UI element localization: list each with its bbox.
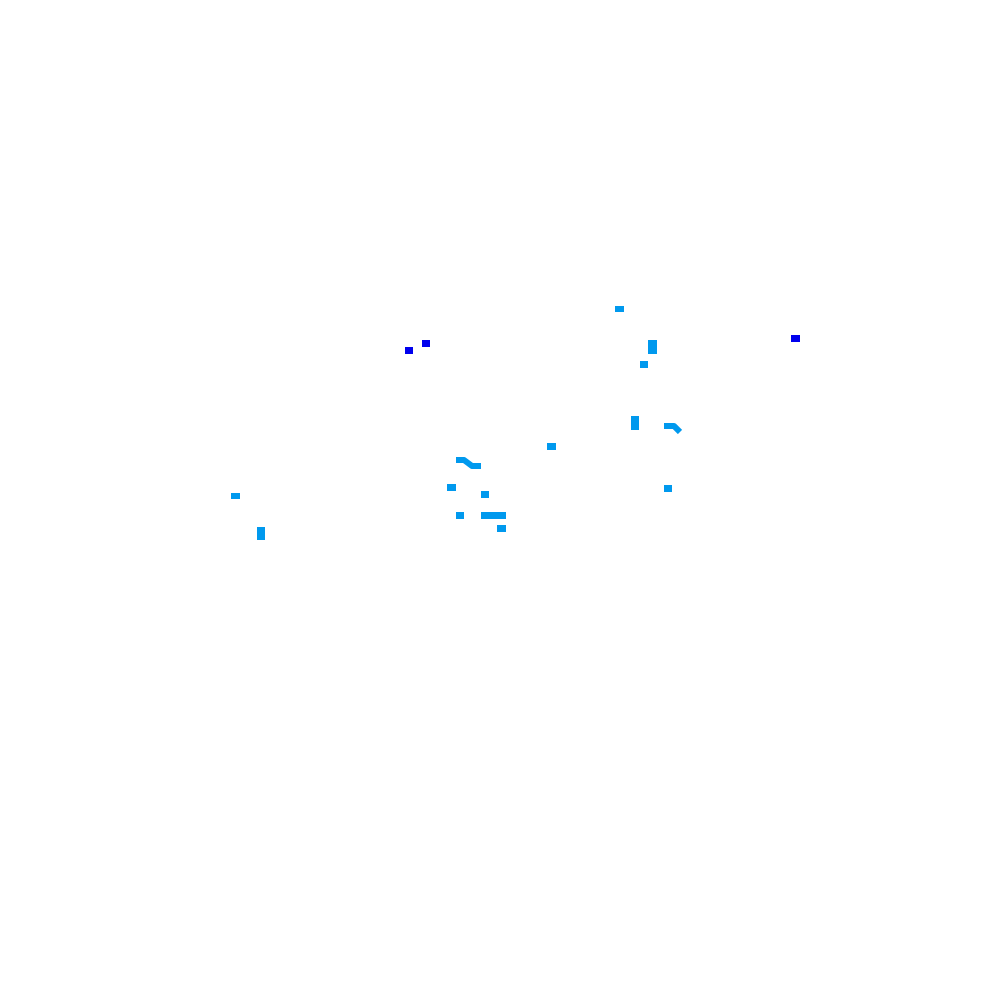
water-feature-f07: [631, 416, 639, 430]
water-feature-f13: [664, 485, 672, 492]
water-feature-f16: [481, 512, 506, 519]
water-feature-f03: [422, 340, 430, 347]
water-feature-f08: [664, 423, 683, 435]
water-feature-f12: [481, 491, 489, 498]
water-feature-f15: [456, 512, 464, 519]
water-feature-f06: [791, 335, 800, 342]
water-feature-f05: [640, 361, 648, 368]
water-feature-f19: [257, 533, 265, 540]
water-feature-f04: [648, 340, 657, 354]
water-feature-f02: [405, 347, 413, 354]
water-feature-f09: [547, 443, 556, 450]
water-feature-f14: [231, 493, 240, 499]
water-feature-f01: [615, 306, 624, 312]
water-feature-f11: [447, 484, 456, 491]
water-feature-f10: [456, 457, 481, 469]
water-feature-f17: [497, 525, 506, 532]
water-features-layer: [231, 306, 800, 540]
water-feature-f18: [257, 527, 265, 534]
